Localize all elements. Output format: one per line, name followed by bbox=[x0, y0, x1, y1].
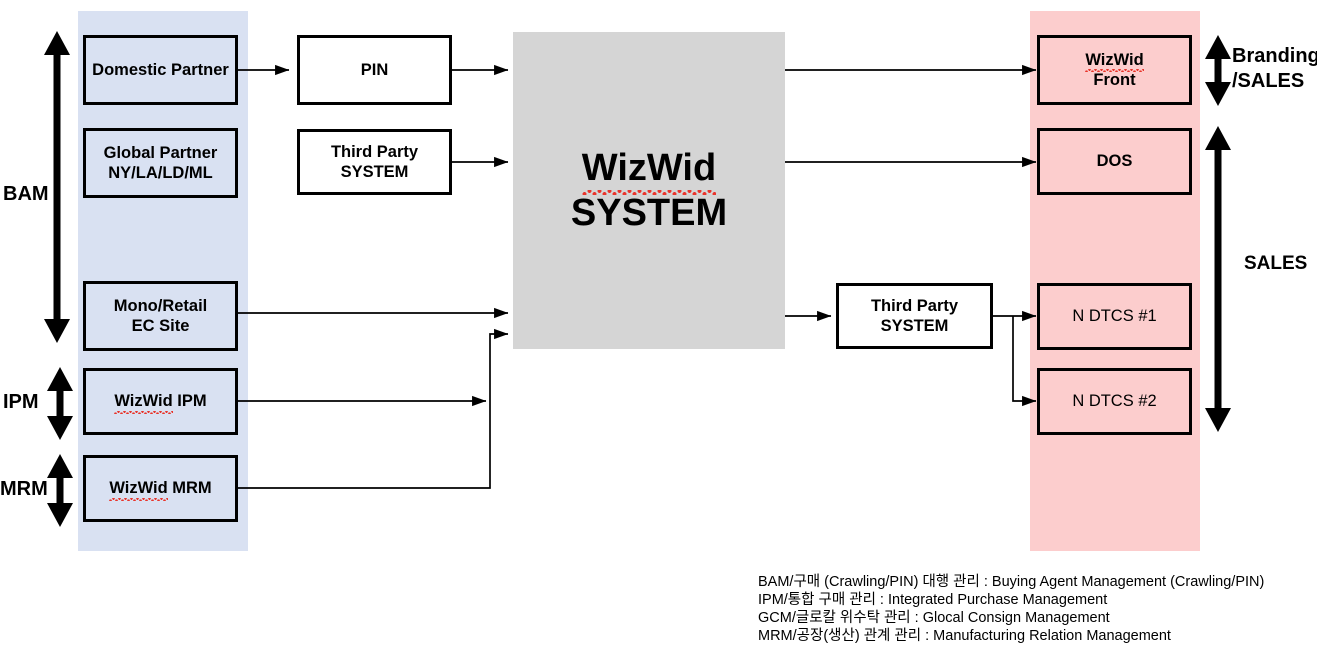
node-global-partner-label-line1: Global Partner bbox=[103, 143, 218, 162]
node-wizwid-ipm-label-suffix: IPM bbox=[172, 392, 207, 411]
node-dos-label: DOS bbox=[1096, 152, 1133, 171]
scope-label-branding-sales: Branding /SALES bbox=[1232, 45, 1317, 92]
scope-arrow-sales bbox=[1205, 126, 1231, 432]
scope-arrow-ipm bbox=[47, 367, 73, 440]
node-wizwid-mrm-label-suffix: MRM bbox=[167, 479, 212, 498]
scope-label-ipm: IPM bbox=[3, 391, 39, 413]
legend-block: BAM/구매 (Crawling/PIN) 대행 관리 : Buying Age… bbox=[758, 573, 1264, 645]
scope-label-mrm: MRM bbox=[0, 478, 48, 500]
node-third-party-in-label-line1: Third Party bbox=[330, 142, 419, 161]
legend-line-bam: BAM/구매 (Crawling/PIN) 대행 관리 : Buying Age… bbox=[758, 574, 1265, 590]
node-n-dtcs-2-label: N DTCS #2 bbox=[1072, 392, 1157, 411]
wire-mrm-to-core bbox=[238, 328, 509, 489]
node-pin[interactable]: PIN bbox=[297, 35, 452, 105]
node-wizwid-front-label-brand: WizWid bbox=[1085, 50, 1145, 73]
node-n-dtcs-1-label: N DTCS #1 bbox=[1072, 307, 1157, 326]
node-domestic-partner[interactable]: Domestic Partner bbox=[83, 35, 238, 105]
node-wizwid-ipm[interactable]: WizWid IPM bbox=[83, 368, 238, 435]
legend-line-gcm: GCM/글로칼 위수탁 관리 : Glocal Consign Manageme… bbox=[758, 610, 1110, 626]
node-third-party-out-label-line1: Third Party bbox=[870, 296, 959, 315]
node-global-partner[interactable]: Global Partner NY/LA/LD/ML bbox=[83, 128, 238, 198]
node-global-partner-label-line2: NY/LA/LD/ML bbox=[108, 164, 213, 182]
node-n-dtcs-2[interactable]: N DTCS #2 bbox=[1037, 368, 1192, 435]
node-pin-label: PIN bbox=[360, 60, 389, 79]
node-n-dtcs-1[interactable]: N DTCS #1 bbox=[1037, 283, 1192, 350]
core-label-line2: SYSTEM bbox=[570, 191, 728, 234]
legend-line-mrm: MRM/공장(생산) 관계 관리 : Manufacturing Relatio… bbox=[758, 628, 1171, 644]
node-wizwid-mrm[interactable]: WizWid MRM bbox=[83, 455, 238, 522]
scope-label-bam: BAM bbox=[3, 183, 49, 205]
node-domestic-partner-label: Domestic Partner bbox=[92, 60, 229, 79]
node-third-party-in-label-line2: SYSTEM bbox=[340, 163, 409, 181]
node-third-party-out-label-line2: SYSTEM bbox=[880, 317, 949, 335]
node-mono-retail-ec-site[interactable]: Mono/Retail EC Site bbox=[83, 281, 238, 351]
core-label-line1: WizWid bbox=[581, 146, 717, 195]
node-wizwid-ipm-label-brand: WizWid bbox=[114, 392, 174, 414]
scope-label-sales: SALES bbox=[1244, 253, 1308, 274]
node-mono-retail-label-line2: EC Site bbox=[131, 317, 190, 335]
legend-line-ipm: IPM/통합 구매 관리 : Integrated Purchase Manag… bbox=[758, 592, 1108, 608]
scope-arrow-branding-sales bbox=[1205, 35, 1231, 106]
node-third-party-system-in[interactable]: Third Party SYSTEM bbox=[297, 129, 452, 195]
scope-arrow-mrm bbox=[47, 454, 73, 527]
node-dos[interactable]: DOS bbox=[1037, 128, 1192, 195]
node-third-party-system-out[interactable]: Third Party SYSTEM bbox=[836, 283, 993, 349]
node-wizwid-front[interactable]: WizWid Front bbox=[1037, 35, 1192, 105]
node-wizwid-mrm-label-brand: WizWid bbox=[109, 479, 169, 501]
node-mono-retail-label-line1: Mono/Retail bbox=[113, 296, 208, 315]
core-wizwid-system[interactable]: WizWid SYSTEM bbox=[513, 32, 785, 349]
node-wizwid-front-label-line2: Front bbox=[1093, 71, 1136, 89]
